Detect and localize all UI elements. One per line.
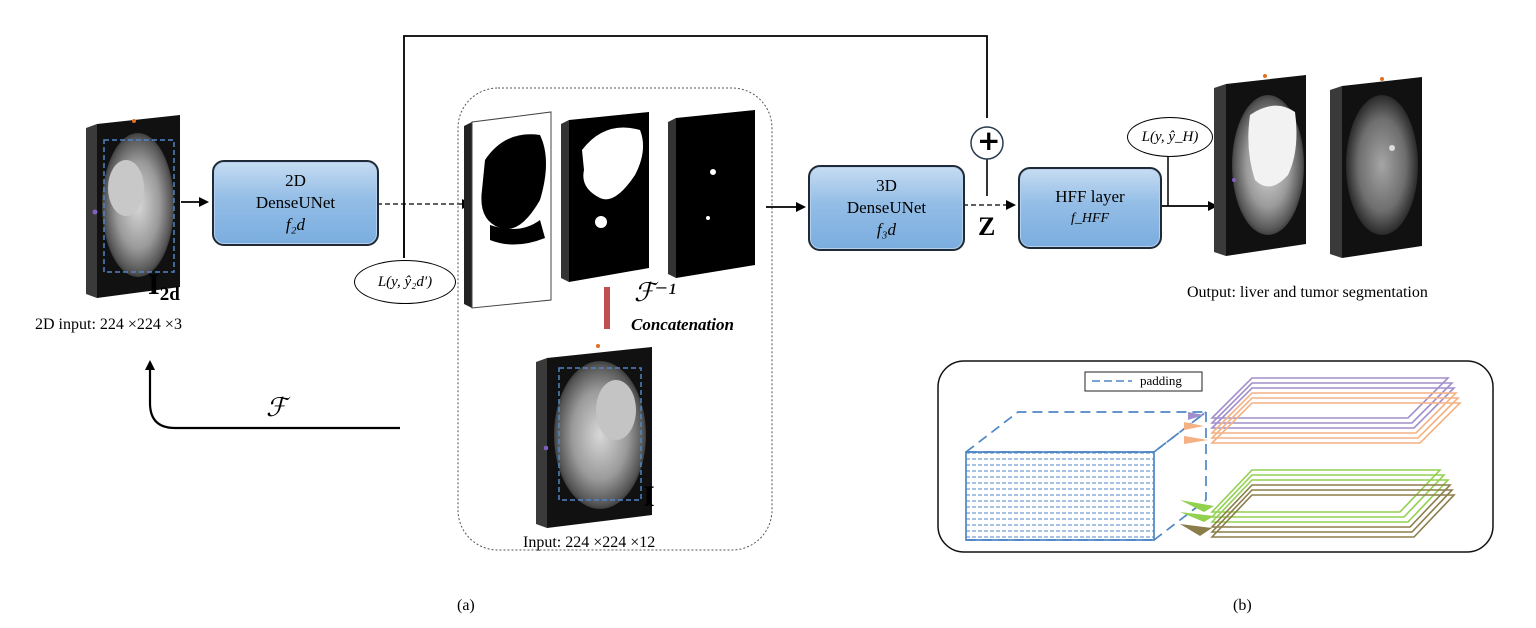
volume-side — [86, 124, 97, 298]
loss-h-ellipse: L(y, ŷ_H) — [1127, 117, 1213, 157]
net2d-line2: DenseUNet — [255, 193, 336, 212]
input-3d-caption: Input: 224 ×224 ×12 — [523, 534, 656, 551]
stack-upper-planes — [1210, 377, 1462, 444]
mask-volume-1 — [464, 111, 552, 309]
net3d-line1: 3D — [876, 176, 897, 195]
loss-h-text: L(y, ŷ_H) — [1141, 128, 1199, 145]
net2d-line3: f₂d — [285, 215, 306, 234]
figure-label-a: (a) — [457, 597, 475, 614]
feedback-f-arrow — [145, 360, 400, 430]
mask-volume-3 — [668, 110, 755, 278]
input-2d-caption: 2D input: 224 ×224 ×3 — [35, 316, 182, 333]
z-label: Z — [978, 212, 996, 241]
concat-container — [457, 87, 773, 551]
i-label: I — [643, 480, 655, 513]
stack-lower-planes — [1210, 469, 1456, 538]
figure-label-b: (b) — [1233, 597, 1252, 614]
finv-label: ℱ⁻¹ — [634, 278, 676, 307]
output-volume-1 — [1214, 74, 1306, 256]
padding-legend-text: padding — [1140, 373, 1182, 388]
skip-connection — [403, 35, 988, 258]
padding-box — [103, 139, 175, 273]
ct-volume-3d-input — [536, 344, 652, 528]
concatenation-label: Concatenation — [631, 315, 734, 334]
densenet-2d-box: 2D DenseUNet f₂d — [212, 160, 379, 246]
i2d-main: I — [148, 268, 160, 301]
loss-2d-ellipse: L(y, ŷ₂d′) — [354, 260, 456, 304]
plus-circle — [970, 126, 1004, 160]
plus-sign: + — [977, 124, 1001, 157]
i2d-sub: 2d — [159, 284, 180, 305]
hff-layer-box: HFF layer f_HFF — [1018, 167, 1162, 249]
f-label: ℱ — [266, 393, 287, 422]
hff-line1: HFF layer — [1055, 187, 1125, 206]
stack-lower-arrows — [1180, 500, 1214, 536]
hff-line2: f_HFF — [1070, 211, 1110, 226]
loss-2d-text: L(y, ŷ₂d′) — [377, 273, 433, 290]
output-caption: Output: liver and tumor segmentation — [1187, 284, 1428, 301]
concat-bar — [604, 287, 610, 329]
mask-volume-2 — [561, 112, 649, 282]
ct-volume-2d-input — [86, 115, 180, 298]
padded-cuboid — [963, 411, 1209, 541]
i2d-label: I2d — [148, 268, 180, 306]
net3d-line3: f₃d — [876, 220, 897, 239]
net3d-line2: DenseUNet — [846, 198, 927, 217]
padding-legend — [1084, 371, 1203, 392]
stack-upper-arrows — [1184, 412, 1208, 444]
output-volume-2 — [1330, 77, 1422, 258]
densenet-3d-box: 3D DenseUNet f₃d — [808, 165, 965, 251]
net2d-line1: 2D — [285, 171, 306, 190]
